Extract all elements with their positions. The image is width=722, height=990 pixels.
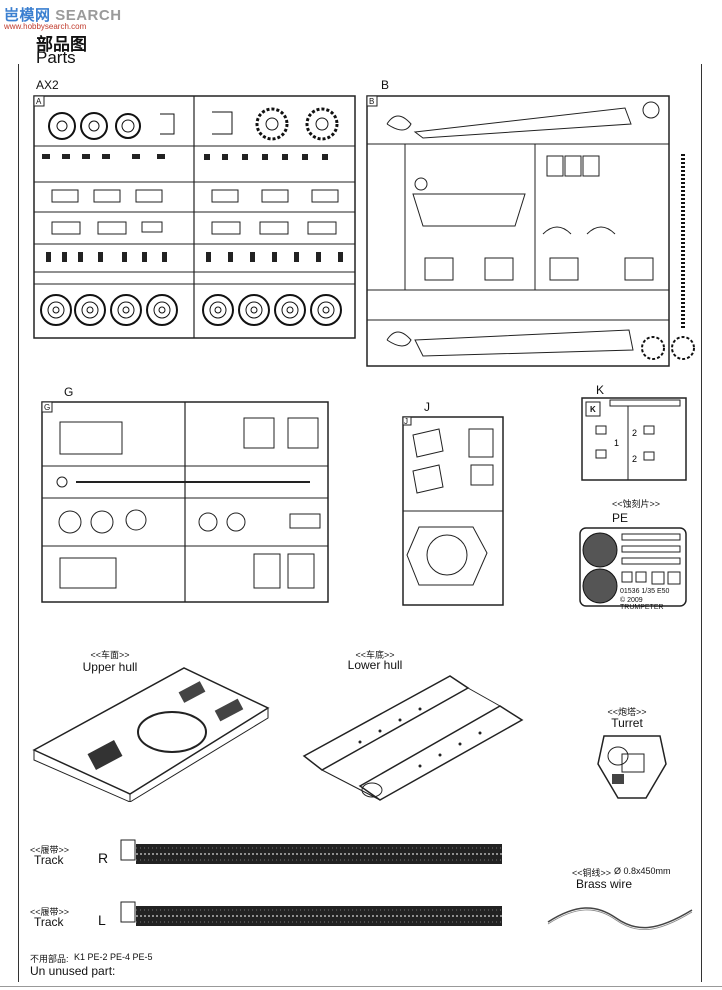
sprue-g-drawing	[41, 401, 329, 603]
pe-code: 01536 1/35 E50	[620, 588, 670, 595]
unused-parts-cn: 不用部品:	[30, 954, 69, 964]
track-r-label: Track	[34, 853, 64, 867]
pe-label: PE	[612, 511, 629, 525]
sprue-ax2-tag: A	[36, 97, 42, 106]
svg-text:1: 1	[614, 438, 619, 448]
unused-parts-label: Un unused part:	[30, 964, 116, 978]
lower-hull-drawing	[302, 675, 524, 801]
bottom-rule	[0, 986, 722, 987]
lower-hull-cn: <<车底>>	[355, 650, 395, 660]
page-title-en: Parts	[36, 48, 76, 67]
sprue-ax2-label: AX2	[36, 78, 59, 92]
track-l-drawing	[120, 901, 502, 926]
sprue-g: G	[40, 400, 330, 605]
track-l-label: Track	[34, 915, 64, 929]
sprue-j: J	[401, 415, 505, 607]
svg-text:2: 2	[632, 454, 637, 464]
sprue-j-tag: J	[404, 417, 408, 426]
upper-hull-label: Upper hull	[82, 660, 138, 674]
brass-wire-cn: <<铜线>>	[572, 868, 612, 878]
sprue-g-tag: G	[44, 403, 51, 412]
track-r-drawing	[120, 839, 502, 864]
pe-fret: 01536 1/35 E50 © 2009 TRUMPETER	[578, 526, 688, 611]
svg-text:2: 2	[632, 428, 637, 438]
watermark-logo: 岜模网 SEARCH	[4, 7, 122, 24]
pe-copyright: © 2009 TRUMPETER	[620, 597, 664, 611]
sprue-k: 1 2 2 K	[580, 396, 690, 484]
watermark-url: www.hobbysearch.com	[4, 22, 87, 31]
pe-fret-drawing	[579, 527, 687, 607]
sprue-k-label: K	[596, 383, 605, 397]
sprue-j-drawing	[402, 416, 504, 606]
pe-label-cn: <<蚀刻片>>	[611, 499, 661, 509]
brass-wire-spec: Ø 0.8x450mm	[614, 866, 671, 876]
sprue-b-tag: B	[369, 97, 375, 106]
brass-wire-label: Brass wire	[576, 877, 633, 891]
sprue-ax2-drawing	[33, 95, 356, 339]
turret-drawing	[597, 735, 667, 799]
lower-hull-label: Lower hull	[347, 658, 403, 672]
brass-wire-drawing	[547, 907, 693, 930]
turret-cn: <<炮塔>>	[607, 707, 647, 717]
sprue-ax2: A	[32, 94, 357, 340]
sprue-b-drawing	[366, 95, 695, 367]
track-r-cn: <<履带>>	[30, 845, 70, 855]
upper-hull-cn: <<车面>>	[90, 650, 130, 660]
turret-label: Turret	[611, 716, 643, 730]
sprue-k-drawing: 1 2 2	[581, 397, 687, 481]
sprue-b-label: B	[381, 78, 390, 92]
sprue-k-tag: K	[590, 405, 596, 414]
unused-parts-list: K1 PE-2 PE-4 PE-5	[74, 952, 153, 962]
page-title-cn: 部品图	[36, 35, 87, 54]
track-l-side: L	[98, 912, 106, 928]
upper-hull-drawing	[32, 667, 270, 802]
page-frame	[18, 64, 702, 982]
sprue-b: B	[365, 94, 695, 370]
sprue-g-label: G	[64, 385, 74, 399]
track-r-side: R	[98, 850, 109, 866]
sprue-j-label: J	[424, 400, 430, 414]
track-l-cn: <<履带>>	[30, 907, 70, 917]
